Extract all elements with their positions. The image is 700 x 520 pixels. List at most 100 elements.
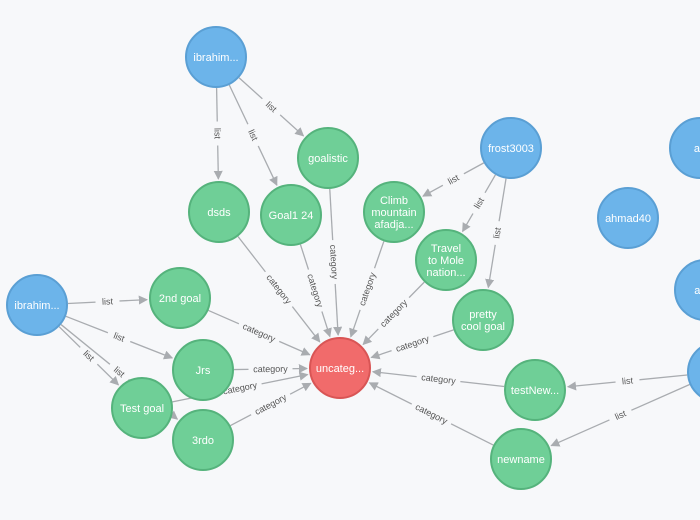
relationship-label-bg xyxy=(76,343,102,368)
node-circle[interactable] xyxy=(687,342,700,402)
node-label-line: goalistic xyxy=(308,153,348,165)
relationship-label-bg xyxy=(248,388,293,420)
node-label: newname xyxy=(497,454,545,466)
node-circle[interactable] xyxy=(490,428,552,490)
relationship-label-bg xyxy=(614,373,640,388)
node-goal-testgoal[interactable]: Test goal xyxy=(111,377,173,439)
node-circle[interactable] xyxy=(415,229,477,291)
node-user-frost3003[interactable]: frost3003 xyxy=(480,117,542,179)
relationship-list[interactable]: list xyxy=(422,162,485,197)
relationship-label-bg xyxy=(374,293,413,333)
relationship-list[interactable]: list xyxy=(65,315,174,360)
node-circle[interactable] xyxy=(260,184,322,246)
relationship-label: category xyxy=(264,273,293,307)
node-goal-rdo3[interactable]: 3rdo xyxy=(172,409,234,471)
node-label: Jrs xyxy=(196,365,211,377)
relationship-list[interactable]: list xyxy=(550,383,690,447)
node-label: goalistic xyxy=(308,153,348,165)
node-label-line: ibrahim... xyxy=(14,300,59,312)
relationship-label-bg xyxy=(354,266,380,312)
node-label: dsds xyxy=(207,207,231,219)
node-label: uncateg... xyxy=(316,363,364,375)
relationship-category[interactable]: category xyxy=(233,362,308,375)
node-goal-dsds[interactable]: dsds xyxy=(188,181,250,243)
node-label: testNew... xyxy=(511,385,559,397)
node-label: ibrahim... xyxy=(193,52,238,64)
relationship-label-bg xyxy=(217,377,263,398)
node-user-ab[interactable]: ab xyxy=(669,117,700,179)
node-category-uncat[interactable]: uncateg... xyxy=(309,337,371,399)
node-user-m[interactable]: m xyxy=(687,342,700,402)
relationship-label-bg xyxy=(416,370,462,387)
relationship-label-bg xyxy=(248,362,293,375)
node-goal-goalistic[interactable]: goalistic xyxy=(297,127,359,189)
node-goal-jrs[interactable]: Jrs xyxy=(172,339,234,401)
node-circle[interactable] xyxy=(597,187,659,249)
relationship-list[interactable]: list xyxy=(485,178,507,289)
relationship-list[interactable]: list xyxy=(462,174,497,233)
relationship-label: category xyxy=(357,271,378,307)
relationship-label: list xyxy=(472,195,486,210)
node-label: 2nd goal xyxy=(159,293,201,305)
relationship-label: category xyxy=(414,402,450,427)
relationship-label-bg xyxy=(489,220,505,246)
node-circle[interactable] xyxy=(188,181,250,243)
relationship-label: list xyxy=(613,408,628,422)
node-label-line: pretty xyxy=(469,309,497,321)
node-circle[interactable] xyxy=(297,127,359,189)
node-label-line: Climb xyxy=(380,195,408,207)
node-circle[interactable] xyxy=(172,339,234,401)
node-circle[interactable] xyxy=(504,359,566,421)
relationship-label-bg xyxy=(327,239,342,285)
relationship-list[interactable]: list xyxy=(212,87,224,180)
relationship-label-bg xyxy=(243,121,264,149)
relationship-label: category xyxy=(253,392,289,417)
relationship-category[interactable]: category xyxy=(370,329,454,360)
node-circle[interactable] xyxy=(309,337,371,399)
node-circle[interactable] xyxy=(6,274,68,336)
relationship-category[interactable]: category xyxy=(371,368,505,388)
node-user-ama[interactable]: ama xyxy=(674,259,700,321)
relationship-label-bg xyxy=(95,294,120,308)
node-circle[interactable] xyxy=(111,377,173,439)
node-circle[interactable] xyxy=(172,409,234,471)
node-label-line: afadja... xyxy=(374,219,413,231)
node-user-ahmad40[interactable]: ahmad40 xyxy=(597,187,659,249)
node-label-line: cool goal xyxy=(461,321,505,333)
node-circle[interactable] xyxy=(452,289,514,351)
node-label-line: ab xyxy=(694,143,700,155)
relationship-label: category xyxy=(305,273,325,309)
node-goal-goal124[interactable]: Goal1 24 xyxy=(260,184,322,246)
node-user-ibrahim2[interactable]: ibrahim... xyxy=(6,274,68,336)
relationship-category[interactable]: category xyxy=(362,281,425,346)
node-label-line: nation... xyxy=(426,267,465,279)
relationship-category[interactable]: category xyxy=(327,188,343,336)
relationship-list[interactable]: list xyxy=(67,294,148,308)
relationship-list[interactable]: list xyxy=(228,84,278,187)
relationship-list[interactable]: list xyxy=(60,324,179,420)
node-circle[interactable] xyxy=(149,267,211,329)
relationship-label-bg xyxy=(439,168,467,190)
node-user-ibrahim1[interactable]: ibrahim... xyxy=(185,26,247,88)
node-circle[interactable] xyxy=(674,259,700,321)
node-circle[interactable] xyxy=(363,181,425,243)
node-circle[interactable] xyxy=(480,117,542,179)
node-goal-newname[interactable]: newname xyxy=(490,428,552,490)
relationship-label: category xyxy=(378,297,410,329)
relationship-label-bg xyxy=(389,330,435,356)
relationship-category[interactable]: category xyxy=(368,382,494,446)
relationship-label-bg xyxy=(106,327,133,347)
node-label-line: frost3003 xyxy=(488,143,534,155)
node-circle[interactable] xyxy=(669,117,700,179)
node-goal-goal2nd[interactable]: 2nd goal xyxy=(149,267,211,329)
node-circle[interactable] xyxy=(185,26,247,88)
node-goal-testnew[interactable]: testNew... xyxy=(504,359,566,421)
relationship-list[interactable]: list xyxy=(566,373,688,391)
